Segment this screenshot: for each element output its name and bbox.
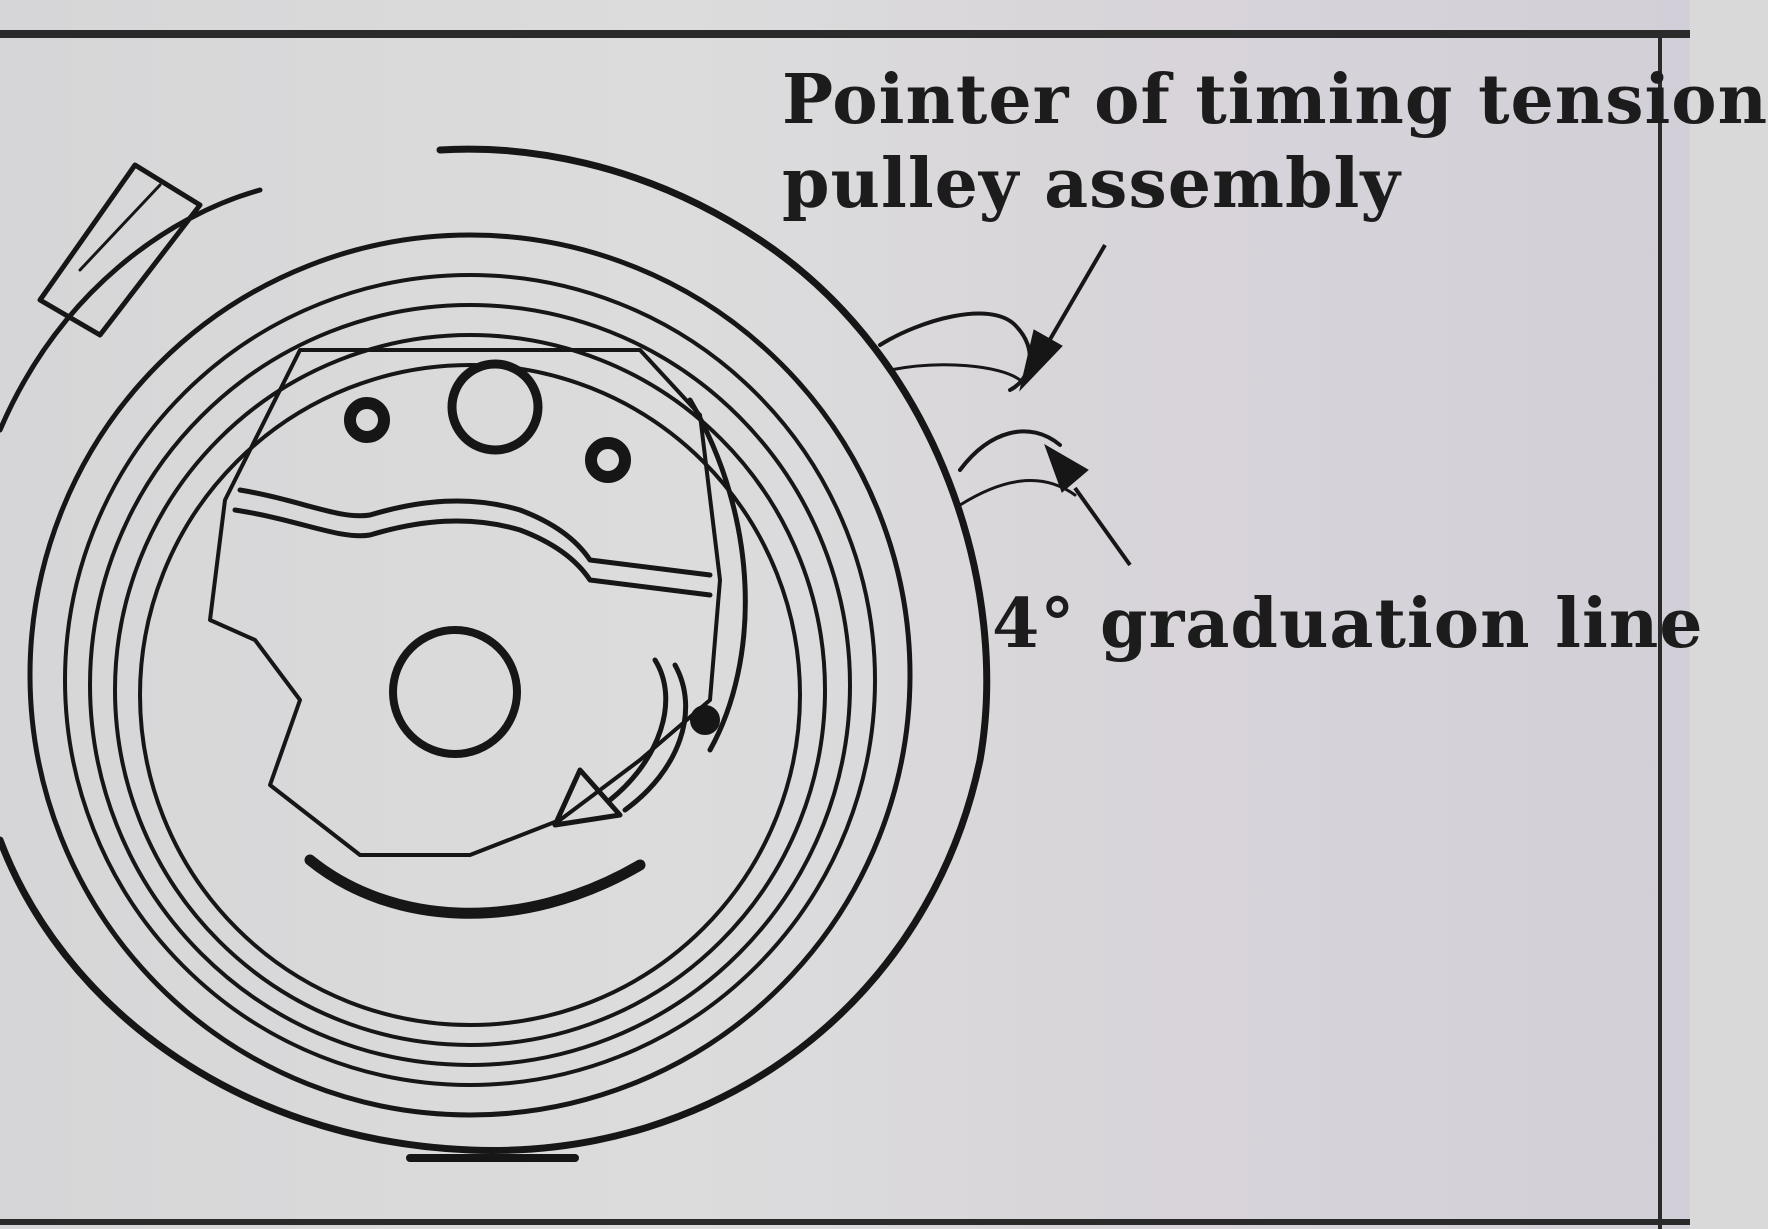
pointer-leader-arrowhead <box>1019 329 1063 392</box>
graduation-label: 4° graduation line <box>992 584 1704 664</box>
pointer-bracket-detail <box>888 363 1022 382</box>
pulley-ring-2 <box>63 273 877 1087</box>
plate-slot-upper-edge <box>237 487 713 578</box>
rotation-arrow-shaft-inner <box>622 662 689 813</box>
bracket-tab-inner-line <box>78 183 162 272</box>
pointer-label-line-1: Pointer of timing tension <box>782 60 1768 140</box>
housing-upper-left-arc <box>0 187 263 433</box>
pointer-leader-line <box>1043 243 1107 350</box>
small-hole-left <box>344 397 390 443</box>
hex-bolt-hole <box>447 359 543 455</box>
rotation-arrow-shaft-outer <box>607 657 669 803</box>
pointer-bracket-outline <box>878 311 1032 392</box>
pulley-ring-5 <box>138 363 802 1027</box>
pointer-label: Pointer of timing tension pulley assembl… <box>782 58 1768 226</box>
pulley-ring-3 <box>88 303 852 1067</box>
leader-arrows <box>1019 243 1132 567</box>
pulley-ring-1 <box>27 232 913 1118</box>
pointer-label-line-2: pulley assembly <box>782 144 1401 224</box>
plate-slot-lower-edge <box>232 507 713 598</box>
rivet-dot <box>690 705 720 735</box>
ring-lower-shade <box>304 854 646 919</box>
pulley-assembly <box>0 145 1077 1162</box>
graduation-leader-line <box>1073 486 1132 567</box>
bracket-tab <box>37 162 203 338</box>
tension-pulley-drawing <box>0 30 1690 1229</box>
graduation-mark-detail <box>958 479 1077 507</box>
rotation-arrow-head <box>552 767 623 828</box>
pulley-ring-4 <box>113 333 827 1047</box>
graduation-mark-outline <box>958 429 1062 472</box>
graduation-leader-arrowhead <box>1044 443 1089 493</box>
outer-housing-arc <box>0 145 991 1154</box>
rotation-arc-inner <box>687 397 748 753</box>
small-hole-right <box>585 437 631 483</box>
center-hole <box>389 626 521 758</box>
cam-plate <box>208 348 722 857</box>
